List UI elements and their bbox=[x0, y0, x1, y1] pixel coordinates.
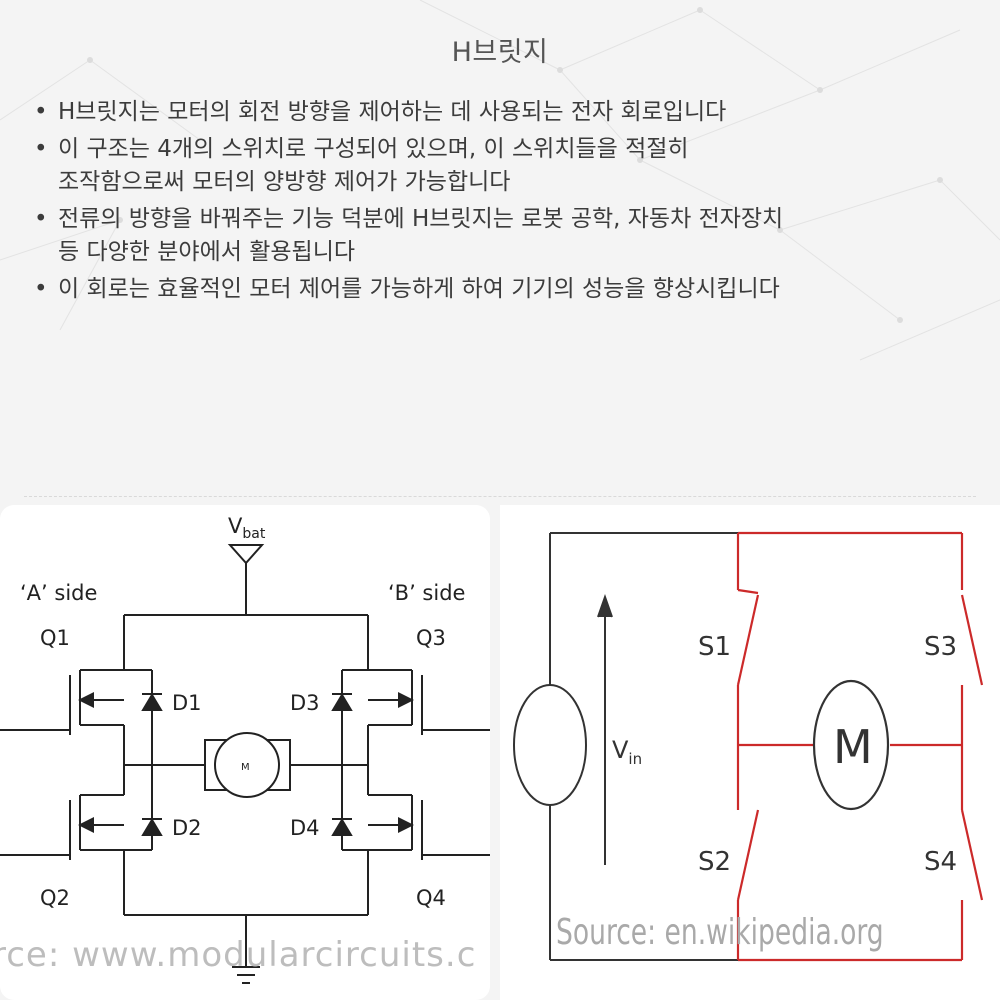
s3-label: S3 bbox=[924, 632, 957, 662]
motor-circle bbox=[214, 732, 280, 798]
bullet-text: 전류의 방향을 바꿔주는 기능 덕분에 H브릿지는 로봇 공학, 자동차 전자장… bbox=[58, 206, 784, 265]
switch-s2-blade bbox=[736, 809, 760, 901]
switch-s3-blade bbox=[960, 594, 984, 686]
q4-label: Q4 bbox=[416, 886, 446, 910]
source-watermark-left: rce: www.modularcircuits.c bbox=[0, 935, 477, 975]
source-watermark-right: Source: en.wikipedia.org bbox=[556, 912, 884, 953]
q2-label: Q2 bbox=[40, 886, 70, 910]
bullet-dot: • bbox=[34, 276, 48, 302]
diode-d1 bbox=[141, 693, 163, 711]
d4-label: D4 bbox=[290, 816, 320, 840]
mosfet-h-bridge-diagram: Vbat ‘A’ side ‘B’ side Q1 Q2 Q3 Q4 D1 D2… bbox=[0, 505, 490, 1000]
diode-d3 bbox=[331, 693, 353, 711]
q1-label: Q1 bbox=[40, 626, 70, 650]
motor-circle bbox=[812, 679, 890, 811]
motor-label: M bbox=[833, 720, 873, 774]
side-a-label: ‘A’ side bbox=[20, 581, 97, 605]
bullet-item: • 이 회로는 효율적인 모터 제어를 가능하게 하여 기기의 성능을 향상시킵니… bbox=[34, 273, 974, 306]
switch-h-bridge-diagram: M S1 S2 S3 S4 Vin bbox=[500, 505, 1000, 1000]
s2-label: S2 bbox=[698, 847, 731, 877]
bullet-dot: • bbox=[34, 99, 48, 125]
bullet-dot: • bbox=[34, 136, 48, 162]
switch-schematic-svg: M S1 S2 S3 S4 Vin bbox=[513, 531, 984, 962]
page-title: H브릿지 bbox=[451, 37, 549, 68]
motor-label: M bbox=[241, 762, 250, 773]
bullet-text: H브릿지는 모터의 회전 방향을 제어하는 데 사용되는 전자 회로입니다 bbox=[58, 99, 727, 125]
d2-label: D2 bbox=[172, 816, 202, 840]
vbat-label: Vbat bbox=[228, 514, 266, 542]
bullet-item: • H브릿지는 모터의 회전 방향을 제어하는 데 사용되는 전자 회로입니다 bbox=[34, 96, 974, 129]
d3-label: D3 bbox=[290, 691, 320, 715]
s1-label: S1 bbox=[698, 632, 731, 662]
vin-label: Vin bbox=[612, 736, 642, 768]
s4-label: S4 bbox=[924, 847, 957, 877]
bullet-text: 이 구조는 4개의 스위치로 구성되어 있으며, 이 스위치들을 적절히 조작함… bbox=[58, 136, 689, 195]
bullet-dot: • bbox=[34, 206, 48, 232]
voltage-source bbox=[513, 684, 587, 806]
mosfet-schematic-svg: Vbat ‘A’ side ‘B’ side Q1 Q2 Q3 Q4 D1 D2… bbox=[0, 514, 490, 984]
d1-label: D1 bbox=[172, 691, 202, 715]
vbat-symbol bbox=[227, 544, 265, 565]
diode-d2 bbox=[141, 818, 163, 836]
diode-d4 bbox=[331, 818, 353, 836]
bullet-list: • H브릿지는 모터의 회전 방향을 제어하는 데 사용되는 전자 회로입니다 •… bbox=[34, 96, 974, 310]
bullet-item: • 전류의 방향을 바꿔주는 기능 덕분에 H브릿지는 로봇 공학, 자동차 전자… bbox=[34, 203, 974, 269]
bullet-item: • 이 구조는 4개의 스위치로 구성되어 있으며, 이 스위치들을 적절히 조작… bbox=[34, 133, 974, 199]
q3-label: Q3 bbox=[416, 626, 446, 650]
side-b-label: ‘B’ side bbox=[388, 581, 465, 605]
switch-s4-blade bbox=[960, 809, 984, 901]
section-divider bbox=[24, 496, 976, 497]
bullet-text: 이 회로는 효율적인 모터 제어를 가능하게 하여 기기의 성능을 향상시킵니다 bbox=[58, 276, 780, 302]
switch-s1-blade bbox=[737, 588, 759, 595]
background-network-pattern bbox=[0, 0, 1000, 361]
